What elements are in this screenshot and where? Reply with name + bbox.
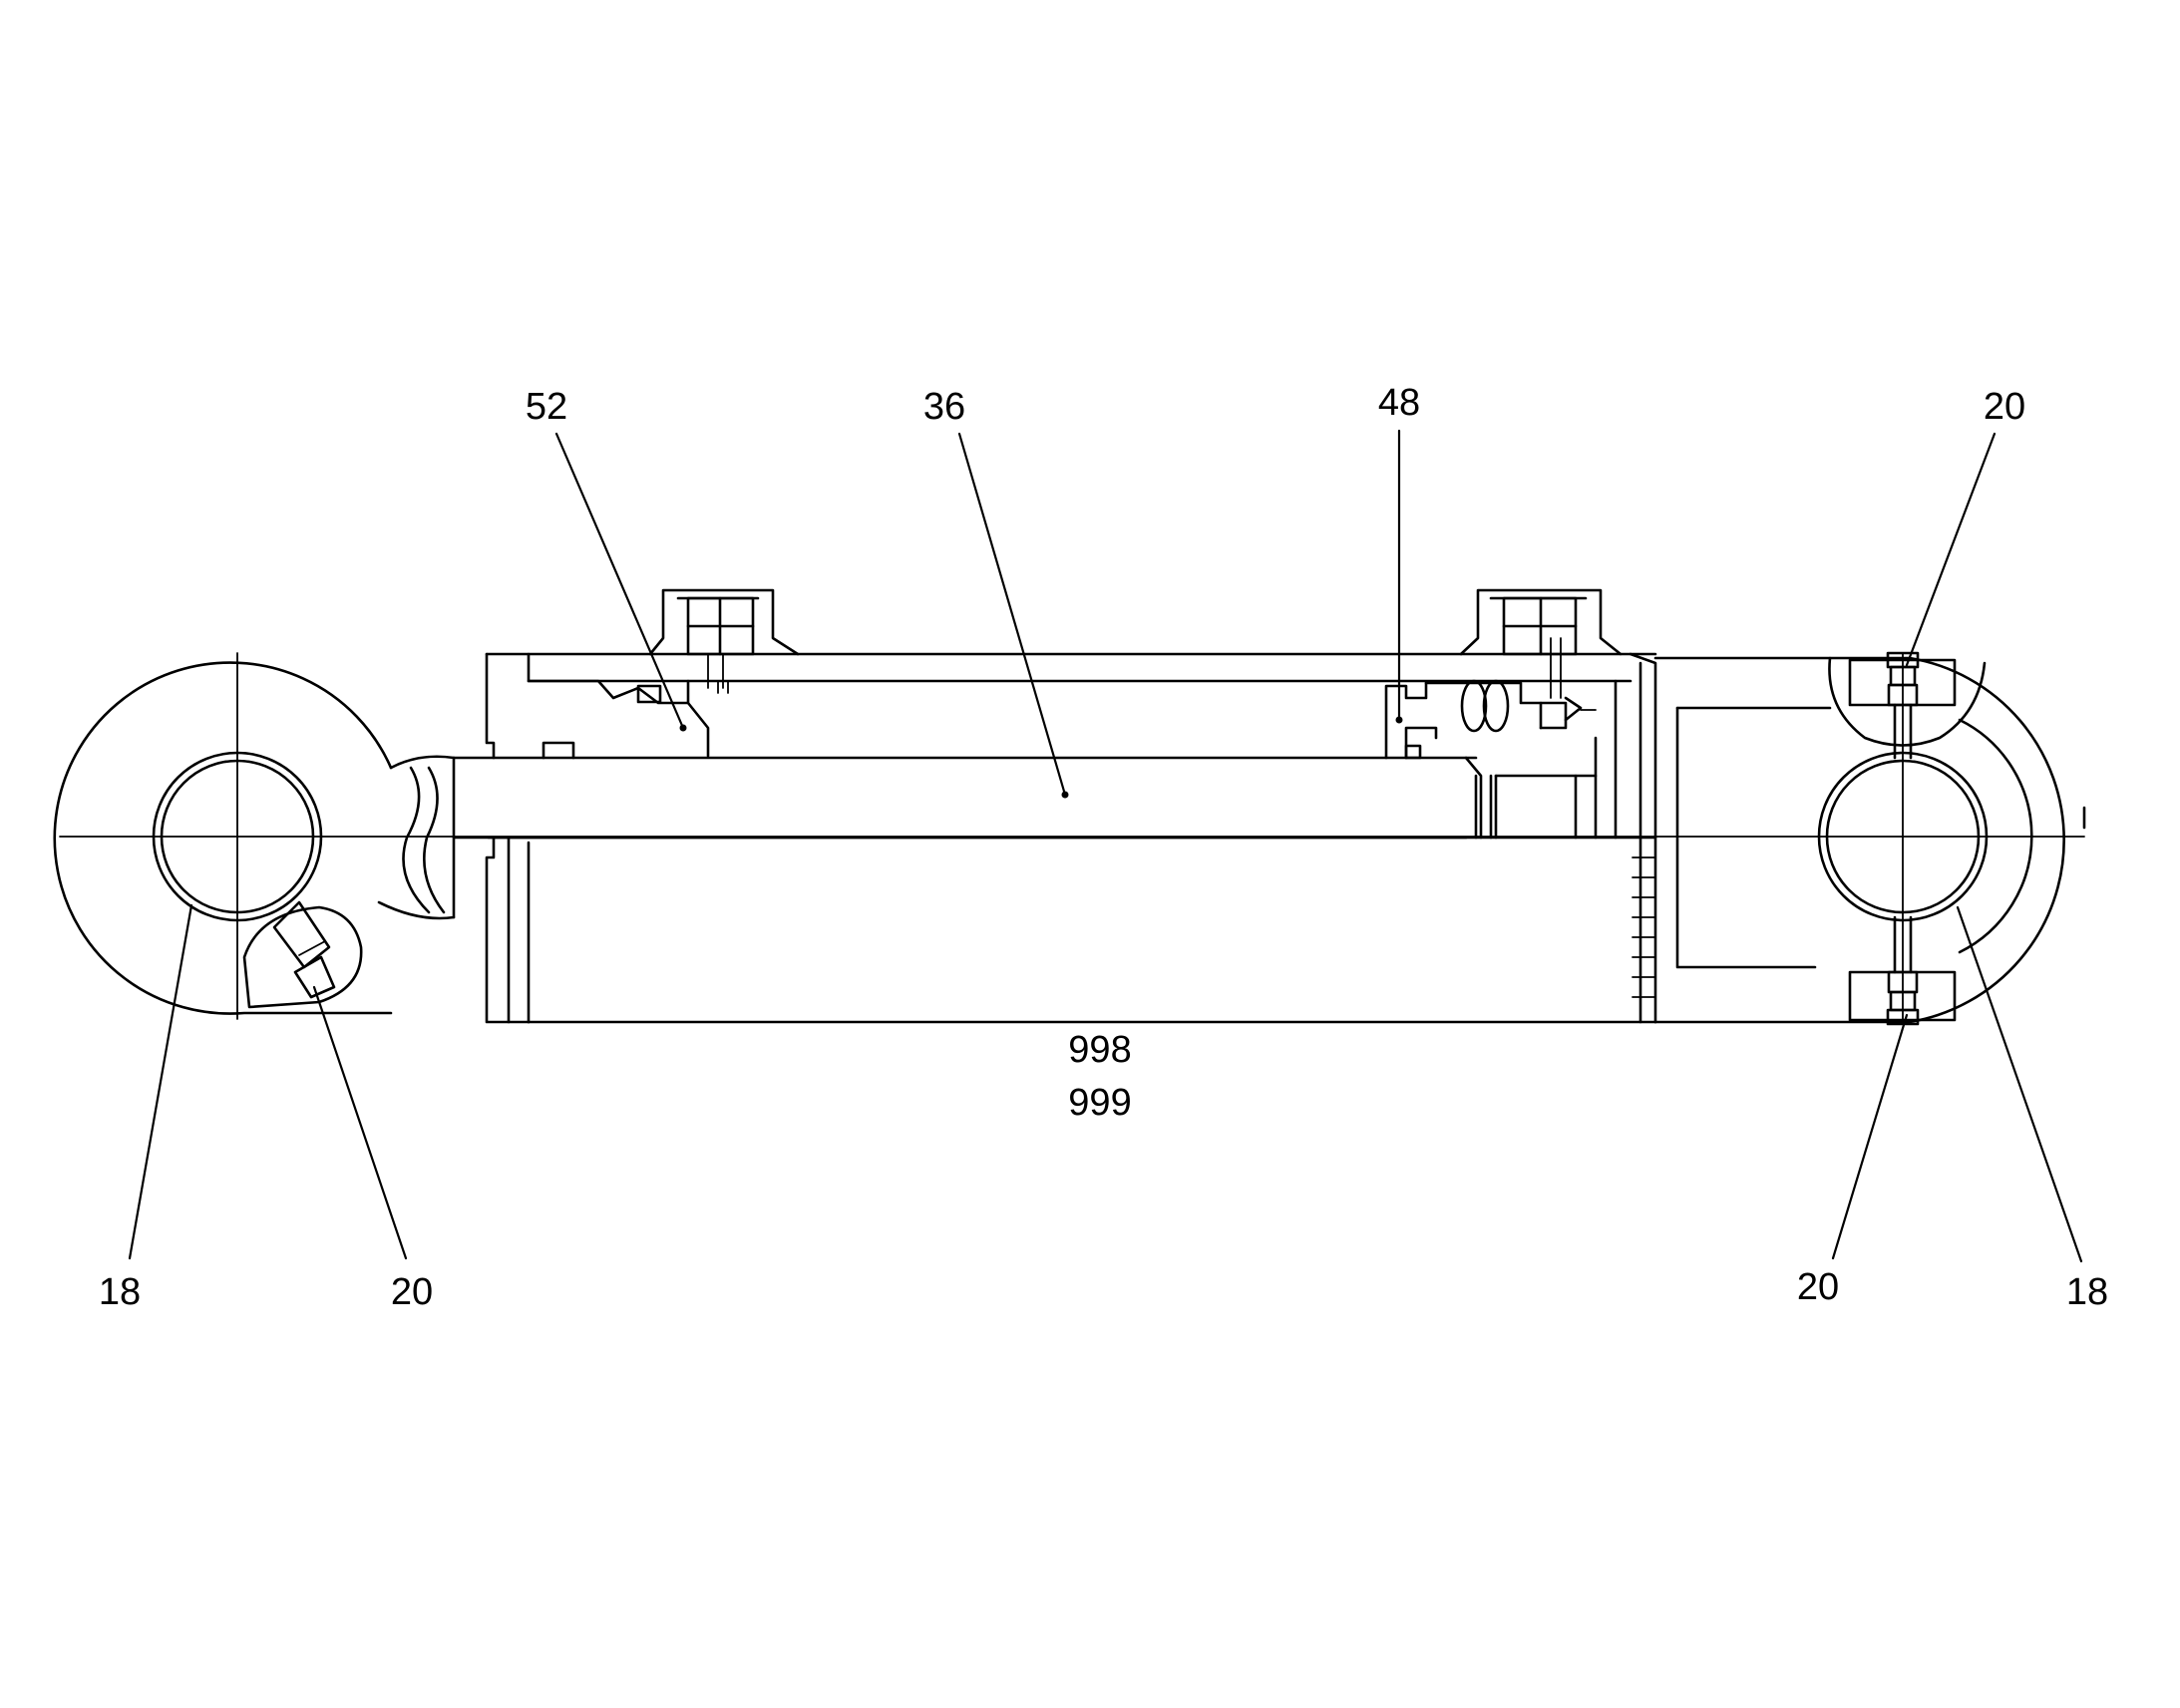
- port-block-left: [648, 588, 800, 689]
- grease-nipple-bottom-right: [1886, 915, 1920, 1026]
- cylinder-base: [1629, 652, 1912, 1024]
- callout-999: 999: [1068, 1082, 1131, 1124]
- callout-20-bottom-right: 20: [1797, 1266, 1839, 1308]
- grease-nipple-top-right: [1886, 651, 1920, 760]
- piston-assembly: [1384, 679, 1618, 840]
- left-rod-eye: [53, 661, 456, 1015]
- weld-seam: [1632, 856, 1656, 998]
- right-clevis-eye: [1817, 656, 2086, 1024]
- leader-lines: [128, 429, 2083, 1263]
- callout-36: 36: [923, 386, 965, 428]
- callout-20-left: 20: [391, 1271, 433, 1313]
- callout-998: 998: [1068, 1029, 1131, 1071]
- callout-48: 48: [1378, 382, 1420, 424]
- port-block-right: [1459, 588, 1623, 699]
- callout-18-left: 18: [99, 1271, 141, 1313]
- callout-20-top-right: 20: [1984, 386, 2025, 428]
- callout-52: 52: [526, 386, 567, 428]
- piston-rod: [452, 756, 1478, 840]
- cylinder-tube: [485, 652, 1657, 1024]
- callout-18-right: 18: [2066, 1271, 2108, 1313]
- callout-labels: 52 36 48 20 998 999 18 20 20 18: [99, 382, 2108, 1313]
